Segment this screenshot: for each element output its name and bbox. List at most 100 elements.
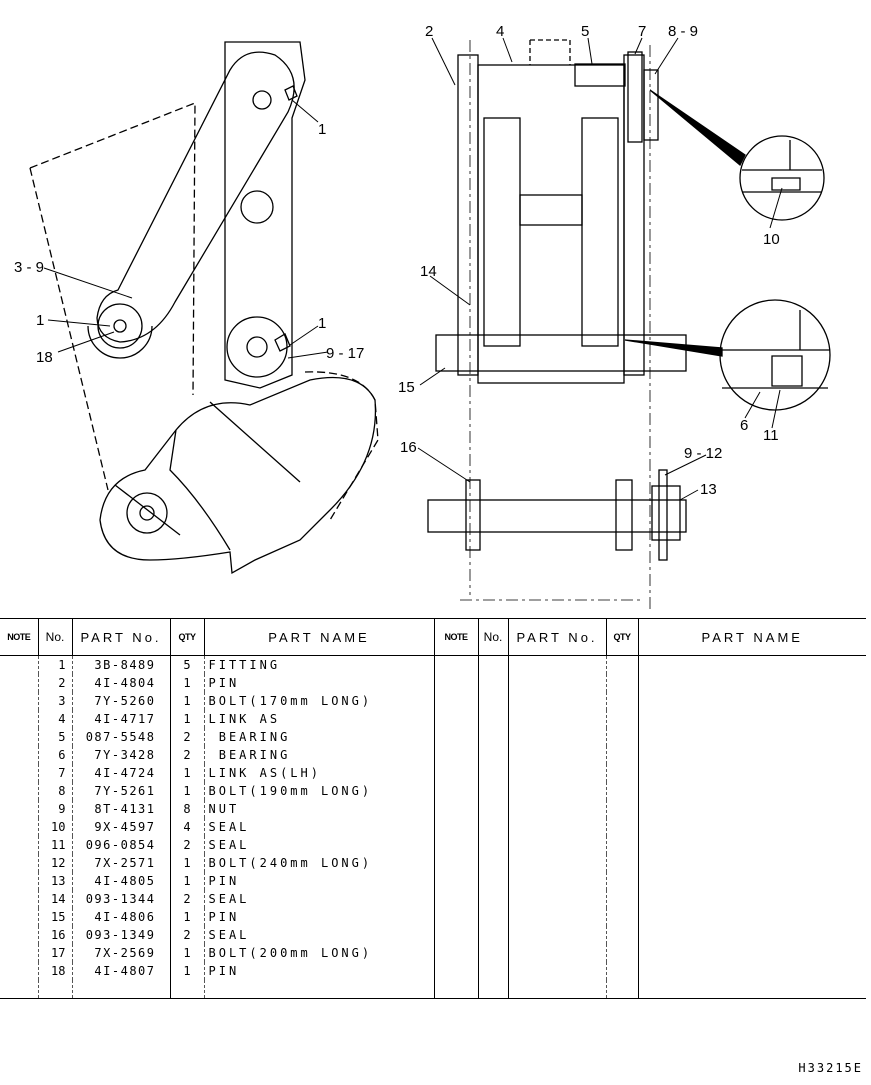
cell-part-no: 4I-4807 <box>71 962 170 980</box>
cell-no: 12 <box>37 854 72 872</box>
cell-part-no: 4I-4806 <box>71 908 170 926</box>
cell-part-no: 9X-4597 <box>71 818 170 836</box>
empty-cell <box>637 764 866 782</box>
empty-cell <box>507 944 606 962</box>
empty-cell <box>477 908 508 926</box>
cell-name: SEAL <box>203 818 434 836</box>
empty-cell <box>0 836 38 854</box>
callout-14: 14 <box>420 263 437 280</box>
side-view-stick <box>224 41 306 389</box>
empty-cell <box>507 872 606 890</box>
empty-cell <box>433 655 478 674</box>
detail-circle-upper <box>649 89 825 221</box>
empty-cell <box>637 692 866 710</box>
empty-cell <box>433 890 478 908</box>
cell-name: SEAL <box>203 926 434 944</box>
empty-cell <box>477 962 508 980</box>
cell-qty: 2 <box>169 890 204 908</box>
header-part-no-2: PART No. <box>507 618 606 656</box>
side-view-bucket-outline <box>29 102 379 521</box>
side-view-bucket-body <box>99 376 377 575</box>
cell-no: 5 <box>37 728 72 746</box>
empty-cell <box>637 944 866 962</box>
empty-cell <box>507 980 606 999</box>
empty-cell <box>0 764 38 782</box>
cell-no: 4 <box>37 710 72 728</box>
empty-cell <box>637 655 866 674</box>
cell-no: 13 <box>37 872 72 890</box>
header-no: No. <box>37 618 72 656</box>
cell-qty: 1 <box>169 710 204 728</box>
side-view-bucket-pin <box>114 85 298 536</box>
empty-cell <box>605 836 638 854</box>
cell-no: 16 <box>37 926 72 944</box>
parts-table: NOTE No. PART No. QTY PART NAME NOTE No.… <box>0 618 866 999</box>
empty-cell <box>0 890 38 908</box>
empty-cell <box>477 692 508 710</box>
empty-cell <box>71 980 170 999</box>
empty-cell <box>605 890 638 908</box>
cell-qty: 8 <box>169 800 204 818</box>
empty-cell <box>0 656 38 675</box>
callout-18: 18 <box>36 349 53 366</box>
empty-cell <box>637 908 866 926</box>
empty-cell <box>477 764 508 782</box>
cell-part-no: 7Y-3428 <box>71 746 170 764</box>
empty-cell <box>0 692 38 710</box>
empty-cell <box>37 980 72 999</box>
cell-qty: 2 <box>169 746 204 764</box>
empty-cell <box>507 836 606 854</box>
cell-no: 15 <box>37 908 72 926</box>
empty-cell <box>605 944 638 962</box>
callout-5: 5 <box>581 23 589 40</box>
cell-qty: 1 <box>169 764 204 782</box>
cell-part-no: 8T-4131 <box>71 800 170 818</box>
empty-cell <box>433 800 478 818</box>
empty-cell <box>605 710 638 728</box>
empty-cell <box>0 818 38 836</box>
empty-cell <box>477 872 508 890</box>
cell-no: 1 <box>37 655 72 674</box>
empty-cell <box>477 854 508 872</box>
empty-cell <box>605 728 638 746</box>
cell-name: BEARING <box>203 746 434 764</box>
cell-name: PIN <box>203 908 434 926</box>
empty-cell <box>507 890 606 908</box>
cell-name: BOLT(190mm LONG) <box>203 782 434 800</box>
empty-cell <box>433 944 478 962</box>
empty-cell <box>605 800 638 818</box>
cell-no: 11 <box>37 836 72 854</box>
cell-qty: 5 <box>169 655 204 674</box>
callout-16: 16 <box>400 439 417 456</box>
side-view-leaders <box>43 99 329 359</box>
empty-cell <box>507 655 606 674</box>
cell-name: BOLT(200mm LONG) <box>203 944 434 962</box>
cell-part-no: 7Y-5261 <box>71 782 170 800</box>
empty-cell <box>605 782 638 800</box>
cell-no: 3 <box>37 692 72 710</box>
empty-cell <box>433 728 478 746</box>
cell-qty: 1 <box>169 782 204 800</box>
empty-cell <box>637 800 866 818</box>
empty-cell <box>0 962 38 980</box>
callout-10: 10 <box>763 231 780 248</box>
empty-cell <box>605 872 638 890</box>
empty-cell <box>0 782 38 800</box>
empty-cell <box>637 746 866 764</box>
empty-cell <box>0 980 38 999</box>
empty-cell <box>605 692 638 710</box>
callout-7: 7 <box>638 23 646 40</box>
drawing-code: H33215E <box>798 1061 863 1075</box>
empty-cell <box>477 836 508 854</box>
cell-no: 17 <box>37 944 72 962</box>
empty-cell <box>477 782 508 800</box>
empty-cell <box>637 926 866 944</box>
cell-qty: 1 <box>169 674 204 692</box>
empty-cell <box>637 872 866 890</box>
